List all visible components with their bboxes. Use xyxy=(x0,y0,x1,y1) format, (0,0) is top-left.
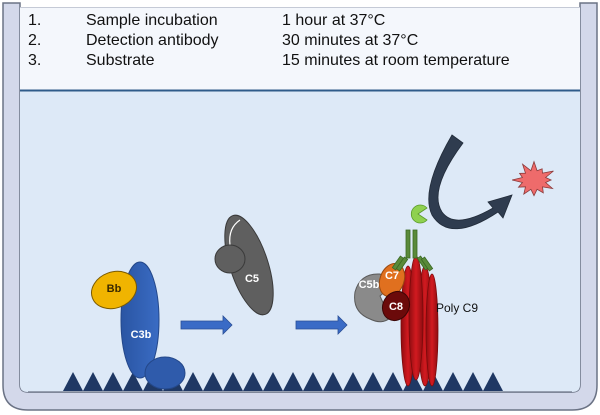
c5-protein xyxy=(214,214,274,316)
step-time: 15 minutes at room temperature xyxy=(282,52,510,69)
label-c8: C8 xyxy=(388,301,404,313)
protocol-step: 1. Sample incubation 1 hour at 37°C xyxy=(28,11,568,31)
c3b-foot xyxy=(144,356,186,390)
step-number: 3. xyxy=(28,52,42,69)
step-number: 1. xyxy=(28,12,42,29)
label-c5b: C5b xyxy=(358,279,380,291)
coating-antigen-triangle xyxy=(463,372,483,391)
detection-antibody xyxy=(391,229,434,272)
step-time: 30 minutes at 37°C xyxy=(282,32,419,49)
process-arrow-1 xyxy=(180,315,233,335)
coating-antigen-triangle xyxy=(323,372,343,391)
coating-antigen-triangle xyxy=(83,372,103,391)
coating-antigen-triangle xyxy=(363,372,383,391)
c8-shape xyxy=(381,290,411,322)
label-poly-c9: Poly C9 xyxy=(436,301,479,315)
step-number: 2. xyxy=(28,32,42,49)
step-name: Detection antibody xyxy=(86,32,219,49)
coating-antigen-triangle xyxy=(223,372,243,391)
coating-antigen-triangle xyxy=(343,372,363,391)
enzyme-label xyxy=(410,204,428,224)
coating-antigen-triangle xyxy=(443,372,463,391)
coating-antigen-triangle xyxy=(263,372,283,391)
protocol-steps: 1. Sample incubation 1 hour at 37°C 2. D… xyxy=(28,11,568,71)
coating-antigen-triangle xyxy=(303,372,323,391)
coating-antigen-triangle xyxy=(63,372,83,391)
coating-antigen-triangle xyxy=(483,372,503,391)
bb-shape xyxy=(91,270,137,310)
process-arrow-2 xyxy=(295,315,348,335)
step-name: Substrate xyxy=(86,52,155,69)
poly-c9-pore xyxy=(400,255,439,387)
reaction-arrow xyxy=(428,134,513,230)
coating-antigen-triangle xyxy=(123,372,143,391)
label-c7: C7 xyxy=(384,270,400,282)
step-name: Sample incubation xyxy=(86,12,218,29)
coating-antigen-triangle xyxy=(243,372,263,391)
label-bb: Bb xyxy=(106,283,122,295)
coating-antigen-triangle xyxy=(203,372,223,391)
instructions-area xyxy=(20,8,580,90)
solution-area xyxy=(20,90,580,392)
protocol-step: 2. Detection antibody 30 minutes at 37°C xyxy=(28,31,568,51)
c5b-c7-c8-complex xyxy=(354,263,411,323)
signal-star-icon xyxy=(512,160,554,197)
coating-antigen-triangle xyxy=(183,372,203,391)
coating-antigen-triangle xyxy=(103,372,123,391)
coating-antigen-triangle xyxy=(383,372,403,391)
step-time: 1 hour at 37°C xyxy=(282,12,386,29)
c3b-bb-convertase xyxy=(91,261,186,390)
c5-head xyxy=(214,244,246,274)
protocol-step: 3. Substrate 15 minutes at room temperat… xyxy=(28,51,568,71)
label-c3b: C3b xyxy=(130,329,152,341)
coating-antigen-triangle xyxy=(283,372,303,391)
label-c5: C5 xyxy=(244,273,260,285)
